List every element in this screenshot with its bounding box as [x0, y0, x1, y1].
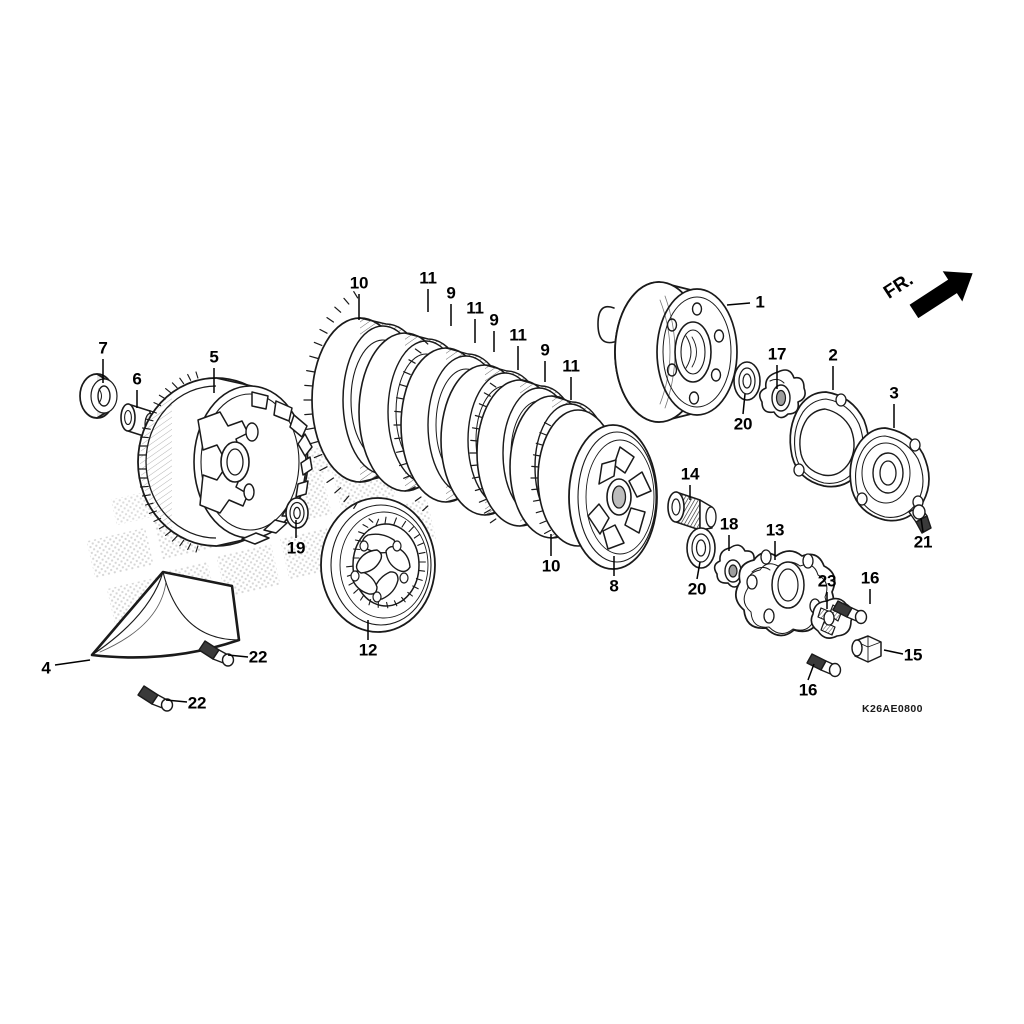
part-12-clutch-center-plate [320, 497, 436, 633]
part-17-lock-washer [758, 369, 806, 419]
callout-number-21: 21 [913, 532, 933, 552]
part-22-flange-bolt-a [198, 640, 235, 667]
part-16-flange-bolt-a [832, 600, 868, 625]
part-7-needle-bearing [79, 373, 118, 419]
callout-number-19: 19 [286, 538, 306, 558]
leader-line-16 [807, 663, 815, 681]
callout-number-4: 4 [41, 658, 51, 678]
callout-number-9: 9 [489, 310, 499, 330]
callout-number-9: 9 [446, 283, 456, 303]
callout-number-8: 8 [609, 576, 619, 596]
part-14-clutch-lifter-rod [667, 491, 717, 531]
callout-number-16: 16 [798, 680, 818, 700]
part-22-flange-bolt-b [137, 685, 174, 712]
callout-number-11: 11 [562, 356, 580, 376]
leader-line-1 [726, 302, 751, 306]
leader-line-22 [227, 654, 249, 658]
leader-line-20 [742, 393, 746, 415]
callout-number-18: 18 [719, 514, 739, 534]
callout-number-11: 11 [419, 268, 437, 288]
callout-number-20: 20 [687, 579, 707, 599]
callout-number-14: 14 [680, 464, 700, 484]
callout-number-13: 13 [765, 520, 785, 540]
callout-number-9: 9 [540, 340, 550, 360]
callout-number-22: 22 [248, 647, 268, 667]
callout-number-11: 11 [509, 325, 527, 345]
callout-number-10: 10 [541, 556, 561, 576]
callout-number-6: 6 [132, 369, 142, 389]
callout-number-16: 16 [860, 568, 880, 588]
callout-number-11: 11 [466, 298, 484, 318]
callout-number-10: 10 [349, 273, 369, 293]
callout-number-7: 7 [98, 338, 108, 358]
callout-number-15: 15 [903, 645, 923, 665]
part-13-clutch-lifter-plate [735, 549, 836, 637]
callout-number-12: 12 [358, 640, 378, 660]
part-15-lock-nut [851, 635, 882, 663]
clutch-plate-stack [303, 291, 619, 547]
drawing-part-code: K26AE0800 [862, 703, 923, 715]
leader-line-21 [920, 517, 924, 533]
part-20-thrust-washer-b [686, 527, 716, 569]
callout-number-3: 3 [889, 383, 899, 403]
callout-number-2: 2 [828, 345, 838, 365]
part-20-thrust-washer-a [733, 361, 761, 401]
leader-line-20 [696, 561, 701, 580]
leader-line-4 [54, 659, 91, 666]
part-2-gasket [789, 391, 870, 488]
part-4-oil-guide-plate [90, 570, 241, 659]
front-direction-arrow-icon [909, 271, 973, 318]
part-16-flange-bolt-b [806, 653, 842, 678]
callout-number-5: 5 [209, 347, 219, 367]
callout-number-20: 20 [733, 414, 753, 434]
callout-number-17: 17 [767, 344, 787, 364]
part-19-washer [285, 497, 309, 529]
part-21-flange-bolt [908, 504, 932, 534]
part-8-clutch-pressure-plate [568, 424, 658, 570]
callout-number-1: 1 [755, 292, 765, 312]
leader-line-15 [883, 649, 904, 655]
leader-line-22 [165, 699, 188, 703]
callout-number-22: 22 [187, 693, 207, 713]
part-3-cover-plate [849, 427, 930, 522]
callout-number-23: 23 [817, 571, 837, 591]
part-1-clutch-outer-housing [597, 281, 738, 423]
